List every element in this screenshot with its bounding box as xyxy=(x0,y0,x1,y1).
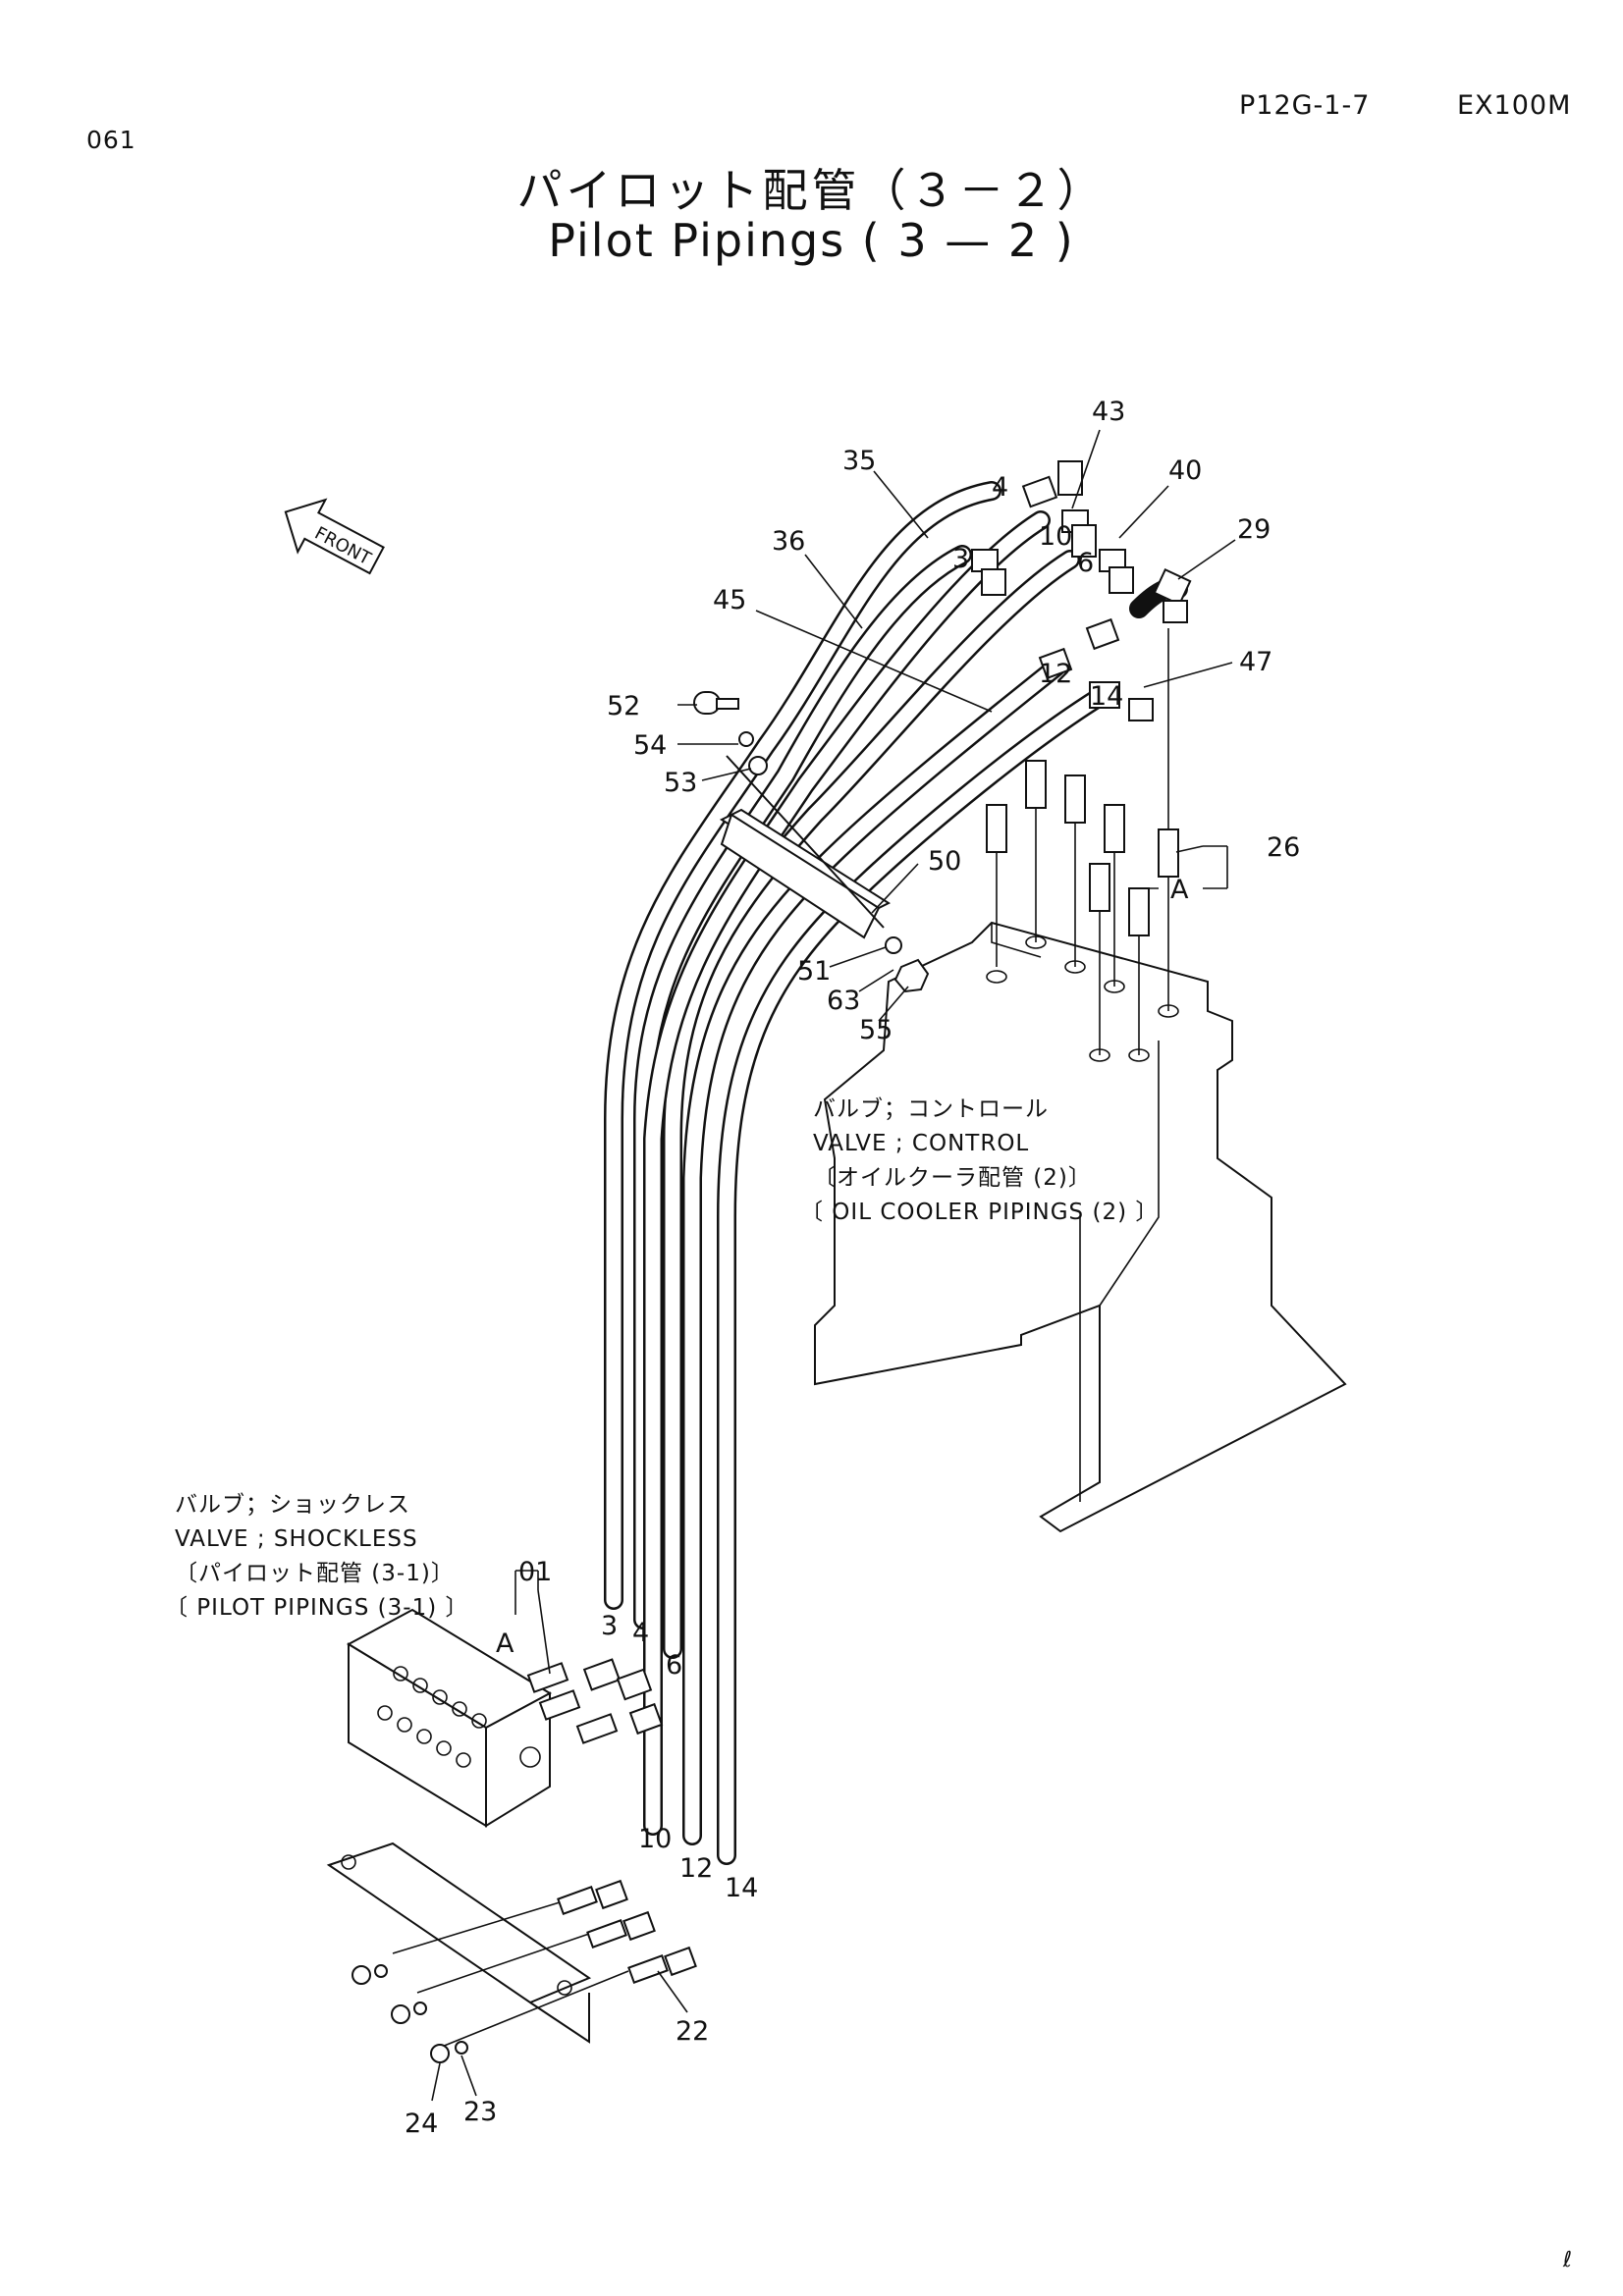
callout-label: 47 xyxy=(1239,647,1272,677)
hose-tag: 10 xyxy=(638,1824,672,1854)
callout-label: 35 xyxy=(842,446,876,476)
hose-tag: 14 xyxy=(1090,681,1123,712)
hose-tag: 3 xyxy=(952,544,969,574)
callout-label: 29 xyxy=(1237,514,1271,545)
callout-label: 01 xyxy=(518,1557,552,1587)
note-line: バルブ；ショックレス xyxy=(175,1492,410,1518)
callout-label: 45 xyxy=(713,585,746,615)
shockless-valve-block xyxy=(346,1608,553,1828)
callout-label: 36 xyxy=(772,526,805,557)
control-valve-body xyxy=(814,921,1347,1533)
top-fittings xyxy=(971,460,1192,721)
callout-label: 50 xyxy=(928,846,961,877)
callout-label: 52 xyxy=(607,691,640,721)
title-english: Pilot Pipings ( 3 — 2 ) xyxy=(548,214,1075,267)
hose-tag: 14 xyxy=(725,1873,758,1903)
control-valve-note: バルブ；コントロール VALVE ; CONTROL 〔オイルクーラ配管 (2)… xyxy=(800,1096,1159,1225)
callout-label: 26 xyxy=(1267,832,1300,863)
callout-label: 53 xyxy=(664,768,697,798)
callout-label: A xyxy=(496,1629,514,1659)
lower-fittings xyxy=(352,1658,697,2063)
corner-mark: ℓ xyxy=(1563,2248,1573,2272)
machine-model: EX100M xyxy=(1457,90,1572,121)
hose-tag: 4 xyxy=(632,1618,649,1648)
hose-tag: 12 xyxy=(1039,659,1072,689)
arrow-left-icon: FRONT xyxy=(284,498,385,575)
note-line: VALVE ; CONTROL xyxy=(813,1131,1029,1156)
callout-leaders xyxy=(431,429,1236,2102)
hose-tag: 6 xyxy=(666,1650,682,1681)
callout-label: 43 xyxy=(1092,397,1125,427)
callout-label: 55 xyxy=(859,1015,893,1045)
callout-label: 63 xyxy=(827,986,860,1016)
hose-tag: 10 xyxy=(1039,521,1072,552)
callout-label: 23 xyxy=(463,2097,497,2127)
hose-tag: 12 xyxy=(679,1853,713,1884)
callout-label: 22 xyxy=(676,2016,709,2047)
note-line: バルブ；コントロール xyxy=(813,1096,1049,1122)
hose-tag: 3 xyxy=(601,1611,618,1641)
hose-tag: 4 xyxy=(992,472,1008,503)
mounting-plate xyxy=(326,1842,592,2044)
page-number: 061 xyxy=(86,126,136,154)
hose-tags: 4 10 3 6 12 14 3 4 6 10 12 14 xyxy=(601,472,1123,1903)
hose-clamp xyxy=(693,691,930,993)
note-line: 〔オイルクーラ配管 (2)〕 xyxy=(813,1165,1092,1191)
callout-label: 40 xyxy=(1168,455,1202,486)
note-line: 〔 PILOT PIPINGS (3-1) 〕 xyxy=(165,1595,469,1621)
callout-label: 51 xyxy=(797,956,831,987)
callout-label: A xyxy=(1170,875,1189,905)
hose-tag: 6 xyxy=(1077,548,1094,578)
front-direction-arrow: FRONT xyxy=(284,498,385,575)
callout-label: 24 xyxy=(405,2109,438,2139)
document-code: P12G-1-7 xyxy=(1239,90,1371,121)
title-japanese: パイロット配管（３－２） xyxy=(516,164,1107,217)
note-line: 〔パイロット配管 (3-1)〕 xyxy=(175,1561,455,1586)
callout-label: 54 xyxy=(633,730,667,761)
shockless-valve-note: バルブ；ショックレス VALVE ; SHOCKLESS 〔パイロット配管 (3… xyxy=(165,1492,469,1621)
callout-numbers: 43 35 40 36 29 45 47 52 54 53 26 A 50 51… xyxy=(405,397,1300,2139)
note-line: VALVE ; SHOCKLESS xyxy=(175,1526,418,1552)
control-valve-connectors xyxy=(986,628,1179,1062)
note-line: 〔 OIL COOLER PIPINGS (2) 〕 xyxy=(800,1200,1159,1225)
